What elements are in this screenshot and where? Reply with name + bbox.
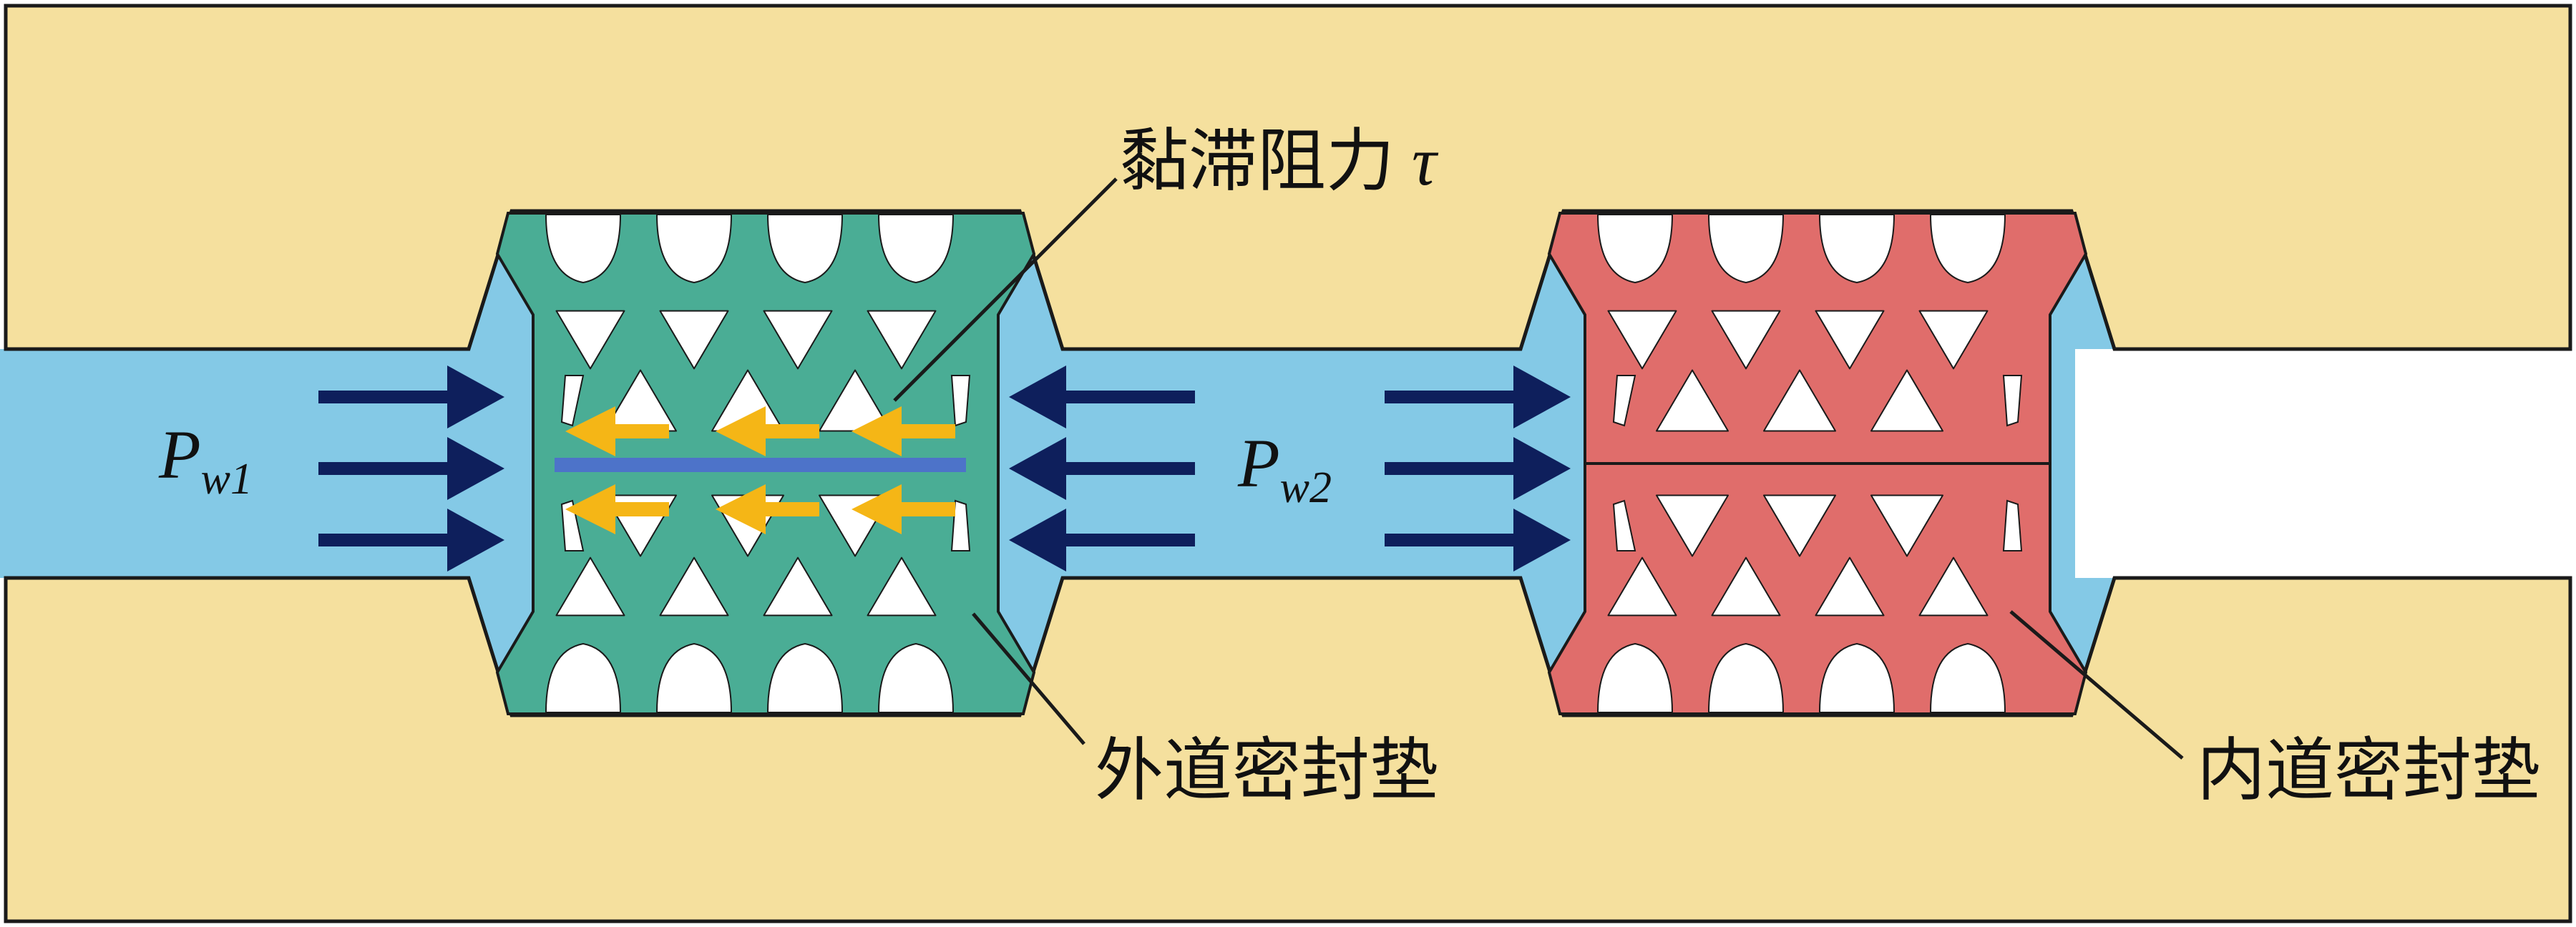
arrow-right-icon-head xyxy=(447,366,504,428)
leader-line-inner xyxy=(2009,610,2184,760)
drag-arrow-icon-head xyxy=(716,406,766,456)
leader-line-drag xyxy=(893,177,1118,402)
arrow-left-icon-head xyxy=(1009,437,1066,500)
arrow-right-icon-head xyxy=(1513,437,1571,500)
drag-arrow-icon-head xyxy=(852,484,902,534)
drag-arrow-icon xyxy=(615,424,669,438)
gasket-triangle-hole xyxy=(659,556,729,617)
gasket-triangle-hole xyxy=(867,556,937,617)
gasket-triangle-hole xyxy=(1656,494,1729,557)
drag-arrow-icon-head xyxy=(716,484,766,534)
gasket-triangle-hole xyxy=(1711,310,1781,370)
arrow-right-icon-head xyxy=(447,437,504,500)
gasket-sliver xyxy=(1612,375,1636,427)
gasket-sliver xyxy=(950,499,971,551)
gasket-sliver xyxy=(2002,375,2023,427)
drag-arrow-icon xyxy=(615,502,669,516)
inner-gasket-holes xyxy=(1596,214,2023,713)
gasket-triangle-hole xyxy=(1870,494,1943,557)
inner-gasket xyxy=(1547,212,2088,715)
gasket-slot xyxy=(766,214,844,284)
gasket-sliver xyxy=(950,375,971,427)
gasket-triangle-hole xyxy=(1815,310,1885,370)
gasket-triangle-hole xyxy=(659,310,729,370)
gasket-slot xyxy=(1707,214,1785,284)
gasket-slot xyxy=(1596,214,1674,284)
arrow-right-icon xyxy=(318,534,447,546)
drag-arrow-icon xyxy=(902,502,955,516)
gasket-slot xyxy=(766,642,844,713)
pressure-arrows xyxy=(318,366,1571,572)
arrow-right-icon-head xyxy=(1513,366,1571,428)
gasket-triangle-hole xyxy=(1607,310,1677,370)
arrow-left-icon xyxy=(1066,534,1195,546)
gasket-triangle-hole xyxy=(555,556,625,617)
drag-arrow-icon-head xyxy=(852,406,902,456)
arrow-left-icon-head xyxy=(1009,366,1066,428)
gasket-slot xyxy=(877,642,955,713)
gasket-slot xyxy=(655,642,733,713)
gasket-slot xyxy=(877,214,955,284)
gasket-sliver xyxy=(2002,499,2023,551)
dry-channel xyxy=(2075,349,2576,578)
gasket-slot xyxy=(1818,214,1896,284)
outer-gasket-label: 外道密封垫 xyxy=(1095,730,1438,810)
drag-arrow-icon xyxy=(902,424,955,438)
gasket-triangle-hole xyxy=(1870,369,1943,432)
pressure-label-pw1: Pw1 xyxy=(158,416,253,504)
gasket-slot xyxy=(1818,642,1896,713)
arrow-right-icon xyxy=(1385,391,1513,403)
gasket-sliver xyxy=(560,499,585,551)
arrow-right-icon xyxy=(1385,534,1513,546)
arrow-right-icon-head xyxy=(447,509,504,572)
gasket-slot xyxy=(545,214,622,284)
gasket-triangle-hole xyxy=(1763,494,1836,557)
arrow-left-icon-head xyxy=(1009,509,1066,572)
gasket-slot xyxy=(545,642,622,713)
interface-line xyxy=(555,458,966,472)
gasket-sliver xyxy=(560,375,585,427)
gasket-triangle-hole xyxy=(1656,369,1729,432)
gasket-triangle-hole xyxy=(867,310,937,370)
inner-gasket-label: 内道密封垫 xyxy=(2197,730,2540,810)
gasket-triangle-hole xyxy=(1711,556,1781,617)
gasket-triangle-hole xyxy=(555,310,625,370)
drag-arrow-icon xyxy=(766,502,819,516)
drag-arrows xyxy=(565,406,955,534)
gasket-slot xyxy=(1929,214,2006,284)
drag-arrow-icon xyxy=(766,424,819,438)
arrow-right-icon xyxy=(318,391,447,403)
arrow-left-icon xyxy=(1066,462,1195,475)
drag-arrow-icon-head xyxy=(565,406,615,456)
gasket-slot xyxy=(1707,642,1785,713)
arrow-left-icon xyxy=(1066,391,1195,403)
top-wall xyxy=(4,4,2572,351)
gasket-triangle-hole xyxy=(763,556,833,617)
gasket-triangle-hole xyxy=(1918,310,1989,370)
leader-line-outer xyxy=(972,612,1085,745)
arrow-right-icon xyxy=(1385,462,1513,475)
arrow-right-icon-head xyxy=(1513,509,1571,572)
gasket-slot xyxy=(655,214,733,284)
gasket-triangle-hole xyxy=(1607,556,1677,617)
gasket-slot xyxy=(1596,642,1674,713)
gasket-triangle-hole xyxy=(1763,369,1836,432)
arrow-right-icon xyxy=(318,462,447,475)
gasket-triangle-hole xyxy=(1815,556,1885,617)
drag-arrow-icon-head xyxy=(565,484,615,534)
gasket-triangle-hole xyxy=(763,310,833,370)
gasket-sliver xyxy=(1612,499,1636,551)
gasket-slot xyxy=(1929,642,2006,713)
pressure-label-pw2: Pw2 xyxy=(1237,425,1332,512)
gasket-triangle-hole xyxy=(1918,556,1989,617)
